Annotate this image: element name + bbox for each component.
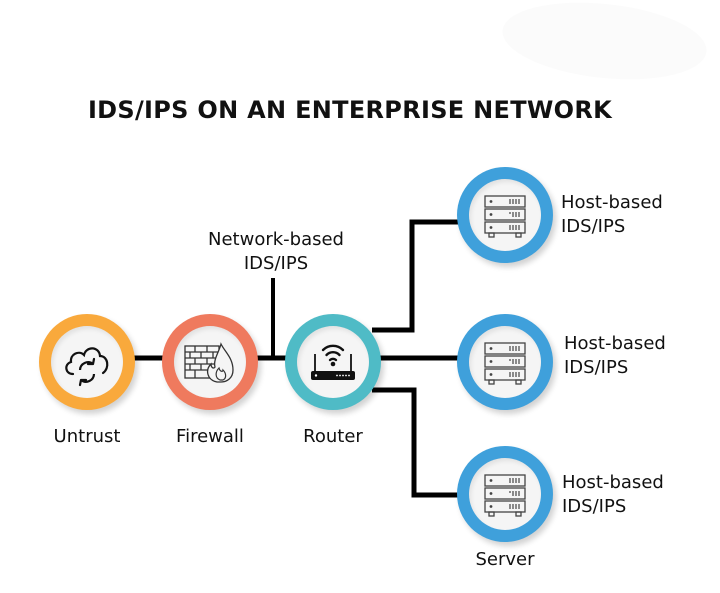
host-label-bottom: Host-based IDS/IPS	[562, 471, 664, 519]
firewall-label: Firewall	[176, 426, 244, 447]
wifi-router-icon	[311, 344, 355, 380]
server-icon	[484, 342, 526, 385]
host-node-middle	[457, 314, 553, 410]
server-icon	[484, 474, 526, 517]
firewall-icon	[184, 342, 234, 383]
diagram-title: IDS/IPS ON AN ENTERPRISE NETWORK	[87, 96, 613, 124]
server-label: Server	[475, 549, 535, 570]
host-label-bottom-line1: Host-based	[562, 472, 664, 493]
router-label: Router	[303, 426, 363, 447]
server-icon	[484, 195, 526, 238]
cloud-sync-icon	[65, 347, 109, 387]
host-node-bottom	[457, 446, 553, 542]
router-node	[285, 314, 381, 410]
network-ids-line2: IDS/IPS	[243, 253, 309, 274]
untrust-label: Untrust	[53, 426, 121, 447]
host-label-middle: Host-based IDS/IPS	[564, 332, 666, 380]
line-router-host-top	[372, 219, 462, 333]
network-ids-line1: Network-based	[208, 229, 344, 250]
host-label-top-line2: IDS/IPS	[561, 216, 626, 237]
network-ids-label: Network-based IDS/IPS	[186, 228, 366, 276]
firewall-node	[162, 314, 258, 410]
untrust-node	[39, 314, 135, 410]
host-label-top-line1: Host-based	[561, 192, 663, 213]
host-label-top: Host-based IDS/IPS	[561, 191, 663, 239]
host-label-bottom-line2: IDS/IPS	[562, 496, 627, 517]
host-node-top	[457, 167, 553, 263]
host-label-middle-line2: IDS/IPS	[564, 357, 629, 378]
host-label-middle-line1: Host-based	[564, 333, 666, 354]
line-router-host-bottom	[372, 387, 462, 498]
